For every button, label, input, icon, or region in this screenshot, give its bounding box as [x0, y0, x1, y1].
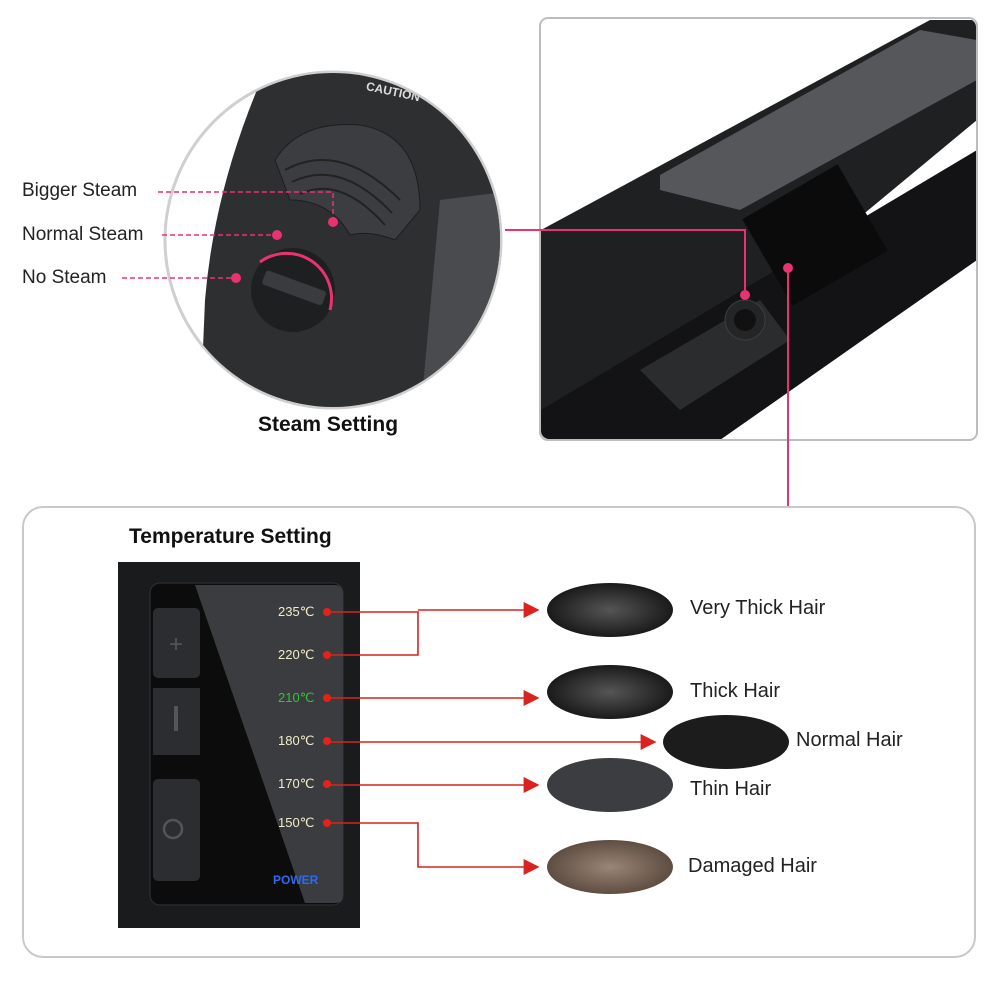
- plus-button[interactable]: [153, 608, 200, 678]
- normal-steam-dot: [272, 230, 282, 240]
- steam-setting-title: Steam Setting: [258, 413, 399, 436]
- normal-hair-swatch: [663, 715, 789, 769]
- bigger-steam-label: Bigger Steam: [22, 180, 138, 201]
- no-steam-label: No Steam: [22, 267, 107, 288]
- power-button[interactable]: [153, 779, 200, 881]
- temp-235: 235℃: [278, 604, 315, 619]
- temp-180: 180℃: [278, 733, 315, 748]
- thick-hair-swatch: [547, 665, 673, 719]
- normal-steam-label: Normal Steam: [22, 224, 144, 245]
- temperature-arrows: [330, 602, 657, 875]
- temp-220: 220℃: [278, 647, 315, 662]
- temp-150: 150℃: [278, 815, 315, 830]
- temp-170: 170℃: [278, 776, 315, 791]
- temp-panel-dot: [783, 263, 793, 273]
- steam-button-dot: [740, 290, 750, 300]
- temperature-setting-title: Temperature Setting: [129, 525, 332, 548]
- thin-hair-swatch: [547, 758, 673, 812]
- very-thick-hair-label: Very Thick Hair: [690, 597, 826, 619]
- power-label: POWER: [273, 873, 319, 887]
- bigger-steam-dot: [328, 217, 338, 227]
- very-thick-hair-swatch: [547, 583, 673, 637]
- steam-pointer-lines: [122, 191, 334, 279]
- minus-icon: [174, 706, 178, 731]
- normal-hair-label: Normal Hair: [796, 729, 903, 751]
- control-panel: +: [118, 562, 360, 928]
- plus-icon: +: [169, 631, 183, 658]
- damaged-hair-label: Damaged Hair: [688, 855, 817, 877]
- power-icon: [162, 818, 184, 840]
- damaged-hair-swatch: [547, 840, 673, 894]
- connector-lines: [505, 229, 789, 506]
- no-steam-dot: [231, 273, 241, 283]
- thin-hair-label: Thin Hair: [690, 778, 772, 800]
- thick-hair-label: Thick Hair: [690, 680, 781, 702]
- temp-210: 210℃: [278, 690, 315, 705]
- steam-dial-photo: CAUTION: [163, 70, 503, 410]
